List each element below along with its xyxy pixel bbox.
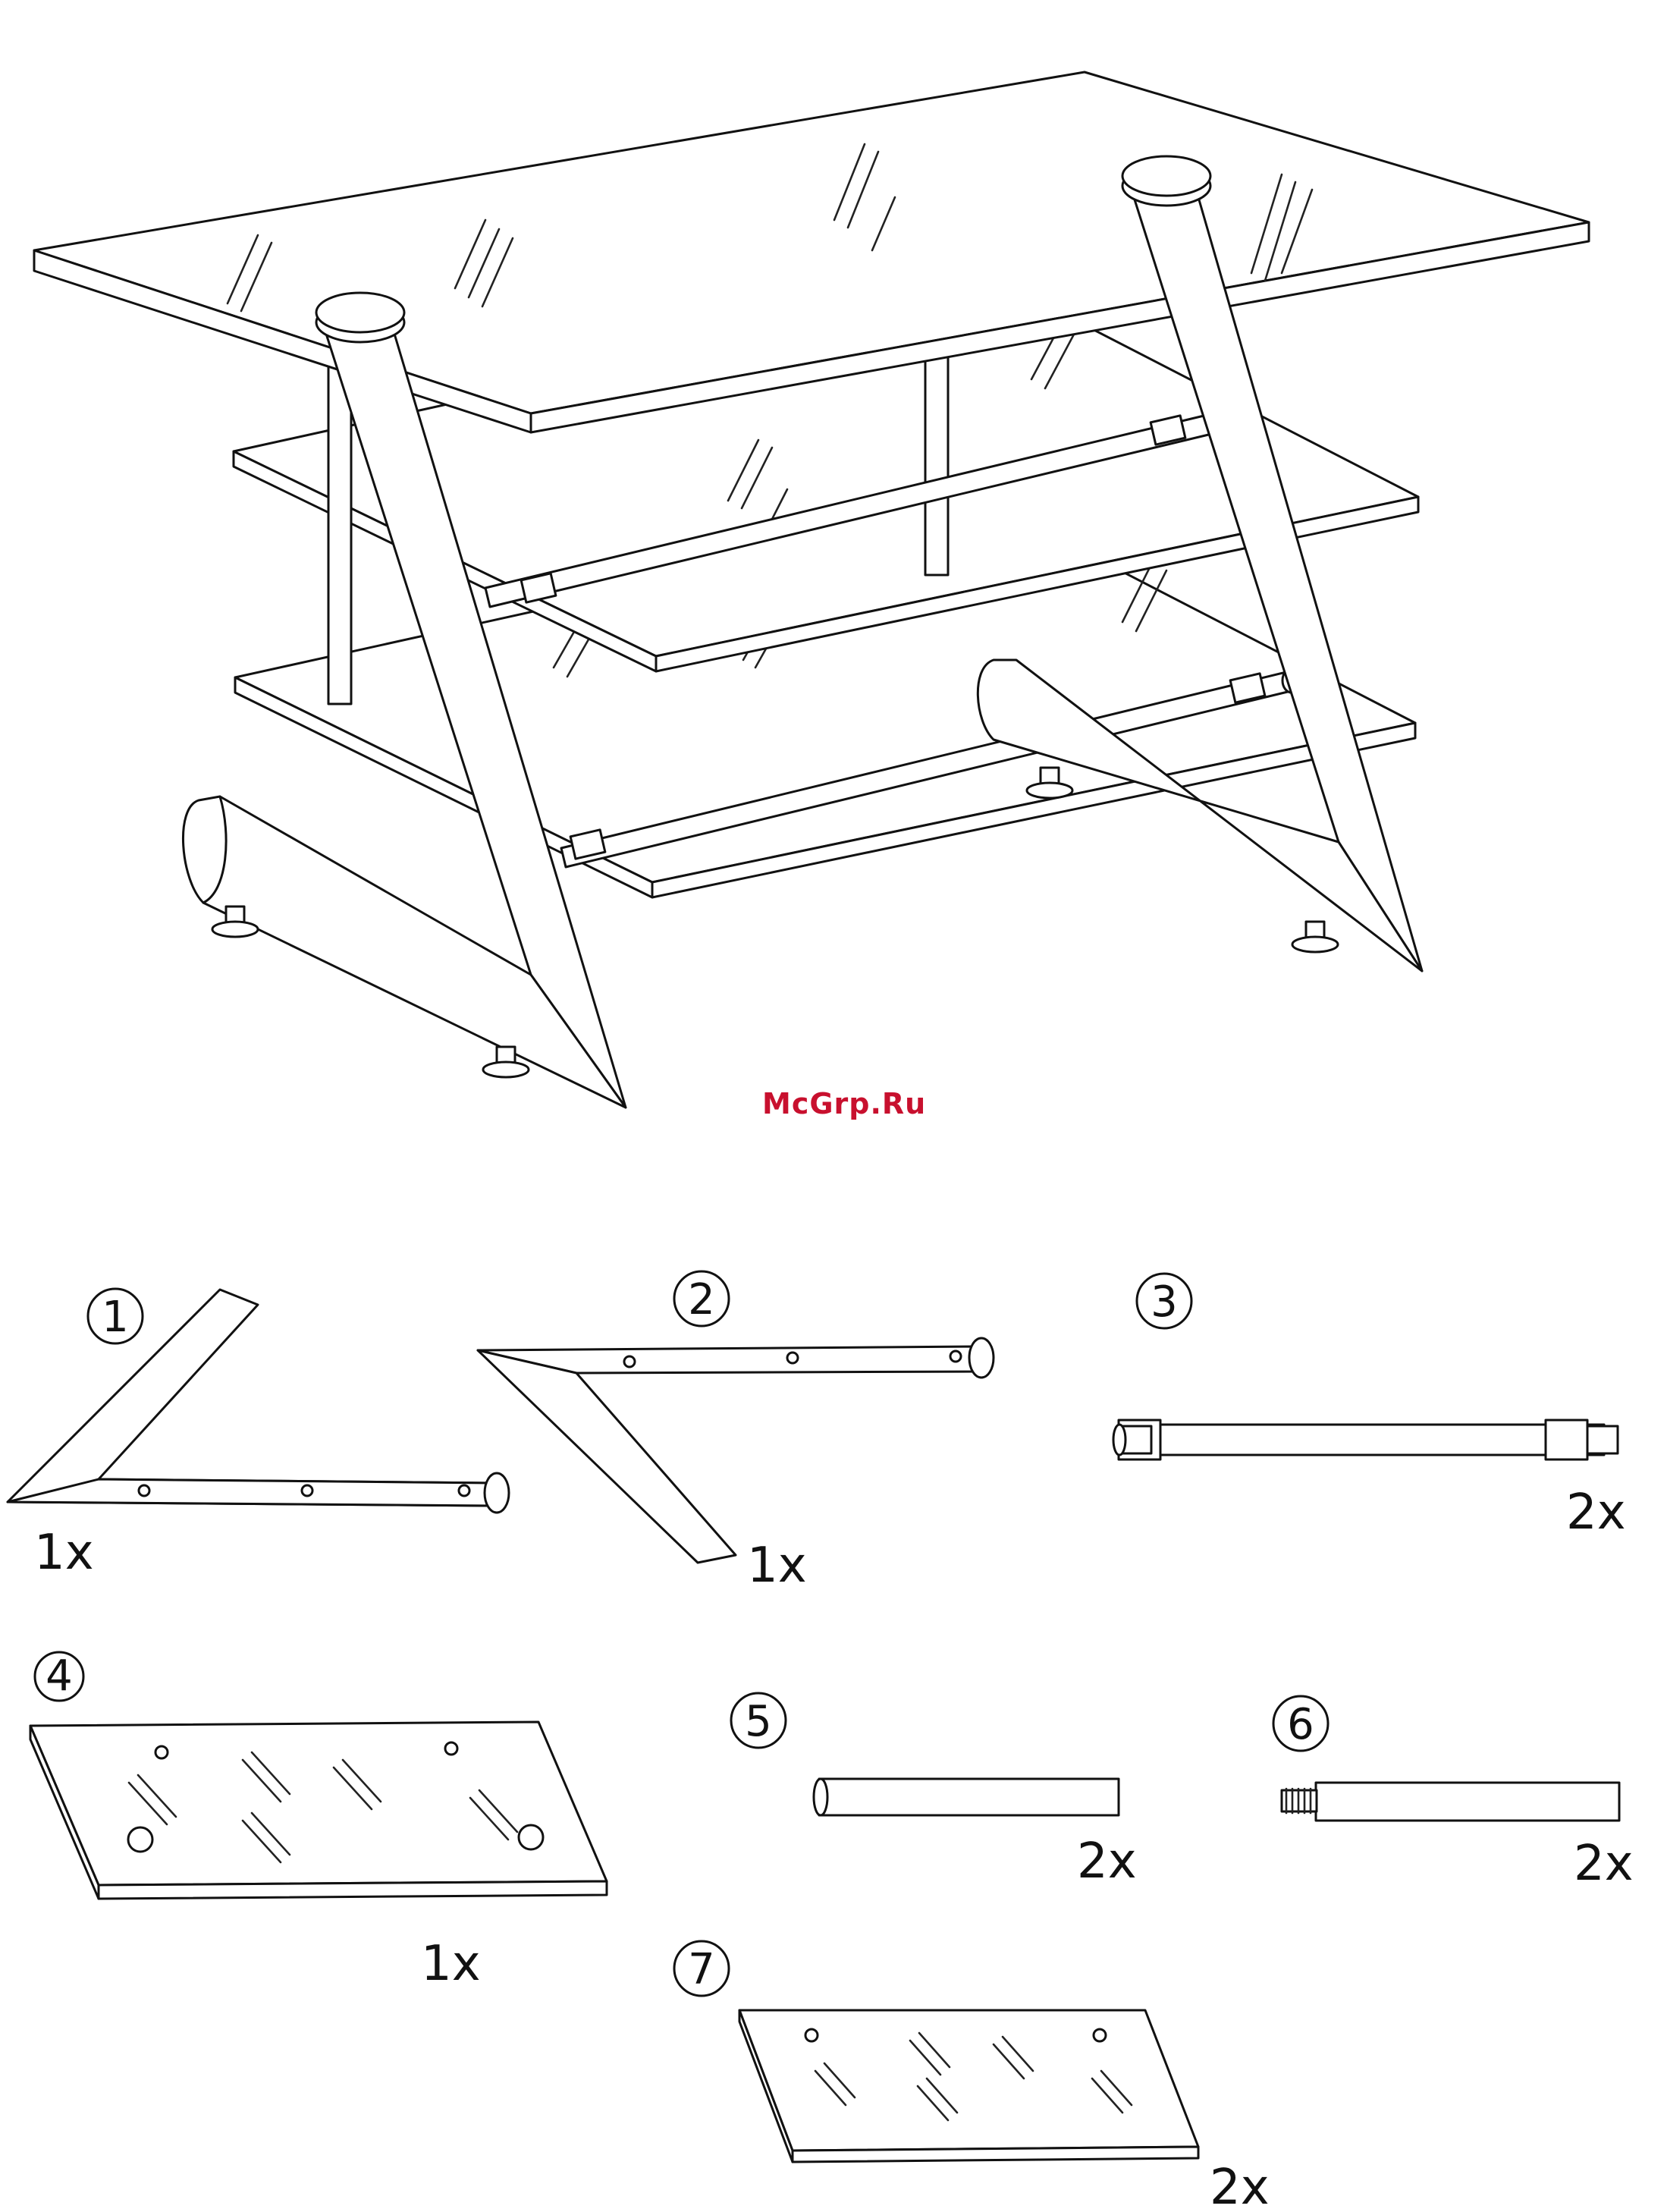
part-4-quantity: 1x [421, 1936, 481, 1992]
part-6-number: 6 [1287, 1700, 1314, 1749]
assembled-table-illustration [34, 72, 1589, 1108]
part-3-quantity: 2x [1566, 1485, 1626, 1541]
part-1-left-leg-frame: 1 1x [8, 1289, 509, 1581]
part-2-quantity: 1x [747, 1538, 807, 1594]
part-6-threaded-rod: 6 2x [1273, 1696, 1634, 1892]
part-3-cross-bar: 3 2x [1113, 1274, 1626, 1541]
part-2-right-leg-frame: 2 1x [478, 1271, 994, 1594]
part-5-number: 5 [745, 1697, 772, 1746]
watermark: McGrp.Ru [762, 1087, 926, 1120]
part-7-number: 7 [688, 1945, 715, 1994]
part-4-number: 4 [46, 1651, 73, 1701]
part-5-support-rod: 5 2x [731, 1693, 1137, 1890]
part-1-quantity: 1x [34, 1525, 94, 1581]
part-2-number: 2 [688, 1275, 715, 1324]
part-7-shelf-glass-panel: 7 2x [674, 1941, 1270, 2212]
part-7-quantity: 2x [1210, 2160, 1270, 2212]
part-5-quantity: 2x [1077, 1833, 1137, 1890]
part-4-top-glass-panel: 4 1x [30, 1651, 607, 1992]
part-6-quantity: 2x [1574, 1836, 1634, 1892]
part-1-number: 1 [102, 1293, 129, 1342]
part-3-number: 3 [1151, 1277, 1178, 1327]
top-glass-panel [34, 72, 1589, 432]
